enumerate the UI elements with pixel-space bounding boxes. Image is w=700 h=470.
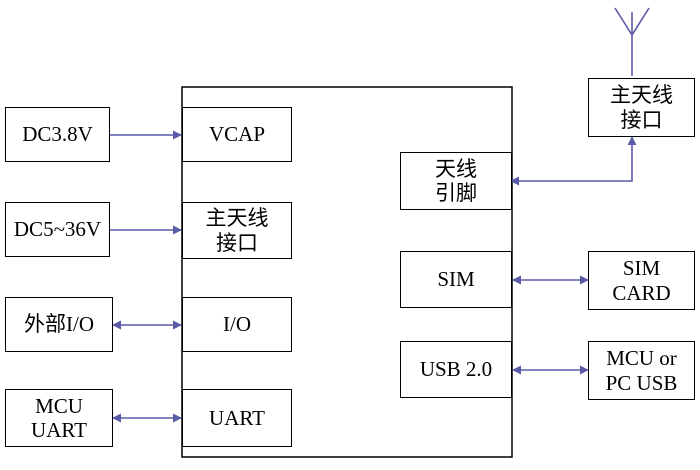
vcap-label: VCAP [208, 122, 266, 147]
antenna-pin-block: 天线 引脚 [400, 152, 512, 210]
uart-block: UART [182, 389, 292, 447]
usb-block: USB 2.0 [400, 341, 512, 398]
dc38-label: DC3.8V [22, 122, 93, 147]
main-antenna-line1: 主天线 [610, 83, 673, 108]
uart-label: UART [209, 405, 265, 430]
mcu-pc-usb-line2: PC USB [605, 370, 678, 395]
antenna-port-line1: 主天线 [205, 206, 269, 231]
dc536-label: DC5~36V [13, 217, 102, 242]
sim-card-line2: CARD [612, 280, 671, 305]
main-antenna-box: 主天线 接口 [588, 78, 695, 137]
antenna-pin-to-main-antenna-arrow [510, 136, 637, 186]
sim-card-box: SIM CARD [588, 251, 695, 310]
antenna-port-line2: 接口 [216, 230, 258, 255]
antenna-pin-line1: 天线 [435, 156, 477, 181]
antenna-port-block: 主天线 接口 [182, 202, 292, 259]
mcu-pc-usb-line1: MCU or [606, 346, 677, 371]
mcu-uart-line1: MCU [35, 393, 83, 418]
antenna-icon [614, 7, 650, 76]
usb-label: USB 2.0 [419, 357, 493, 382]
sim-card-line1: SIM [622, 256, 661, 281]
vcap-block: VCAP [182, 107, 292, 162]
main-antenna-line2: 接口 [620, 107, 663, 132]
mcu-pc-usb-box: MCU or PC USB [588, 341, 695, 400]
mcu-uart-line2: UART [31, 418, 87, 442]
mcu-uart-box: MCU UART [5, 389, 113, 447]
io-label: I/O [223, 312, 251, 337]
sim-label: SIM [437, 267, 475, 292]
io-block: I/O [182, 297, 292, 352]
sim-block: SIM [400, 251, 512, 308]
ext-io-box: 外部I/O [5, 297, 113, 352]
dc38-box: DC3.8V [5, 107, 110, 162]
ext-io-label: 外部I/O [24, 312, 94, 337]
antenna-pin-line2: 引脚 [435, 181, 477, 205]
dc536-box: DC5~36V [5, 202, 110, 257]
